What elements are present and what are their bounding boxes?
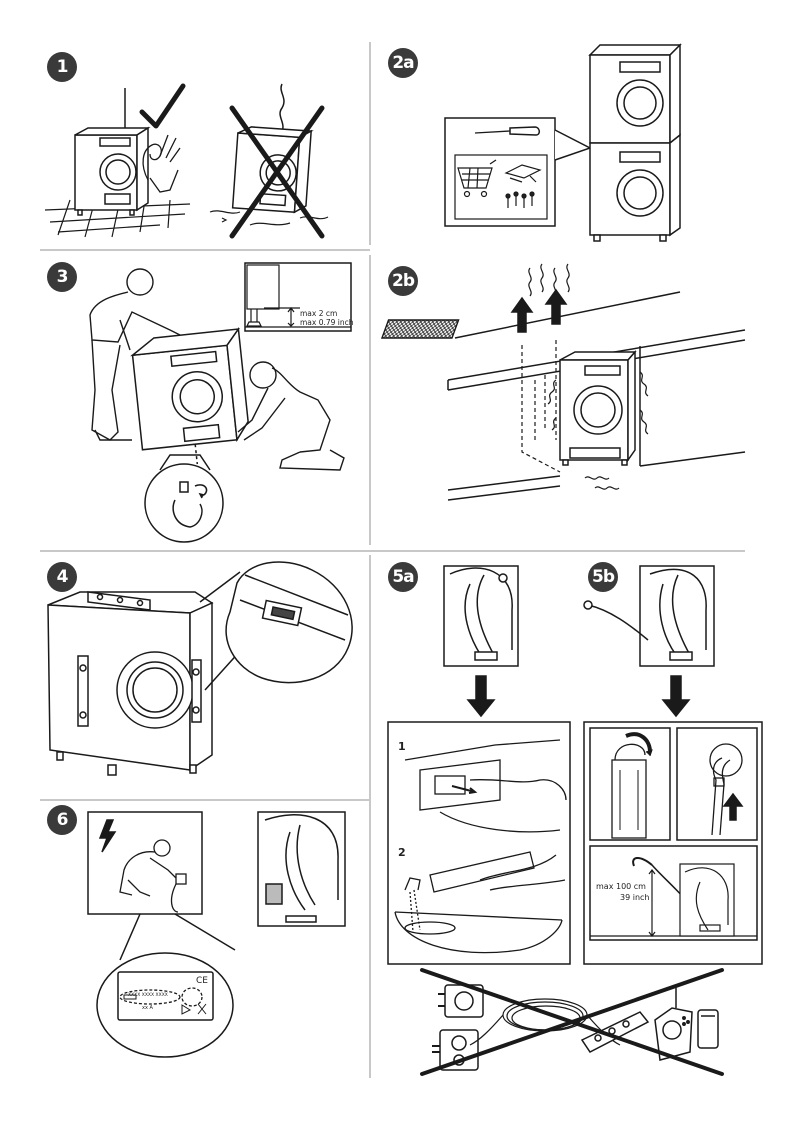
step2a-illustration — [444, 43, 682, 242]
step3-max-inch: max 0.79 inch — [300, 318, 354, 327]
cross-mark — [229, 105, 325, 239]
down-arrow-5b — [661, 675, 691, 718]
rinsing-dispenser — [394, 851, 566, 954]
step3-illustration — [89, 262, 352, 543]
height-diagram — [590, 857, 757, 937]
step-3-badge: 3 — [47, 262, 77, 292]
check-mark — [139, 83, 186, 129]
step1-illustration — [44, 83, 329, 239]
panel-dividers — [40, 42, 745, 1078]
man-lifting — [89, 268, 181, 441]
washer-transit-bolts — [47, 591, 214, 776]
rough-ground — [209, 210, 329, 226]
step5a-illustration — [387, 565, 571, 965]
step-6-badge: 6 — [47, 805, 77, 835]
built-in-washer — [559, 350, 637, 466]
step5b-max-inch: 39 inch — [620, 893, 650, 902]
ce-mark: CE — [196, 976, 208, 986]
standpipe-hose — [709, 743, 743, 836]
power-strip-icon — [580, 1011, 650, 1053]
step2b-illustration — [380, 263, 746, 501]
washer-back-5b — [583, 565, 715, 667]
down-arrow-5a — [466, 675, 496, 718]
bolt-detail-magnifier — [199, 561, 353, 691]
rating-plate-amp: xx A — [142, 1005, 153, 1011]
magnifier-foot — [144, 454, 224, 543]
up-arrow-5b — [722, 792, 744, 821]
step4-illustration — [47, 561, 353, 776]
washer-back-5a — [443, 565, 519, 667]
screwdriver-icon — [474, 126, 540, 136]
airflow-arrows — [510, 288, 568, 333]
dispenser-removal — [404, 739, 567, 833]
step-4-badge: 4 — [47, 562, 77, 592]
ok-hand — [142, 134, 181, 193]
woman-kneeling — [237, 361, 345, 471]
dashed-duct — [521, 340, 561, 473]
washer-back-panel — [257, 811, 346, 927]
person-plugging — [119, 839, 187, 913]
step5b-max-cm: max 100 cm — [596, 882, 646, 891]
step5a-substep-2: 2 — [398, 846, 406, 859]
step3-max-cm: max 2 cm — [300, 309, 338, 318]
remote-control-icon — [675, 985, 719, 1049]
washer-unlevel — [231, 126, 314, 214]
no-leads-cross — [420, 968, 724, 1076]
step6-illustration — [87, 811, 346, 1058]
double-socket-icon — [432, 1029, 479, 1071]
foot-height-detail — [245, 264, 351, 328]
step5b-illustration — [583, 565, 763, 965]
step-5a-badge: 5a — [388, 562, 418, 592]
step-5b-badge: 5b — [588, 562, 618, 592]
washer-level — [74, 126, 151, 216]
hose-hook — [611, 732, 653, 839]
heat-waves — [528, 263, 570, 297]
stacked-washer-dryer — [588, 43, 682, 242]
stacking-kit-icons — [454, 154, 548, 220]
side-waves — [547, 371, 649, 490]
washer-tilted — [130, 326, 249, 465]
lightning-icon — [98, 819, 117, 853]
step-2b-badge: 2b — [388, 266, 418, 296]
step5a-substep-1: 1 — [398, 740, 406, 753]
vent-grille — [380, 319, 460, 339]
rating-plate-magnifier — [96, 913, 236, 1058]
step-1-badge: 1 — [47, 52, 77, 82]
rating-plate-code: XXXX XXXX XXXX — [128, 993, 168, 998]
no-extension-leads — [420, 968, 724, 1076]
step-2a-badge: 2a — [388, 48, 418, 78]
